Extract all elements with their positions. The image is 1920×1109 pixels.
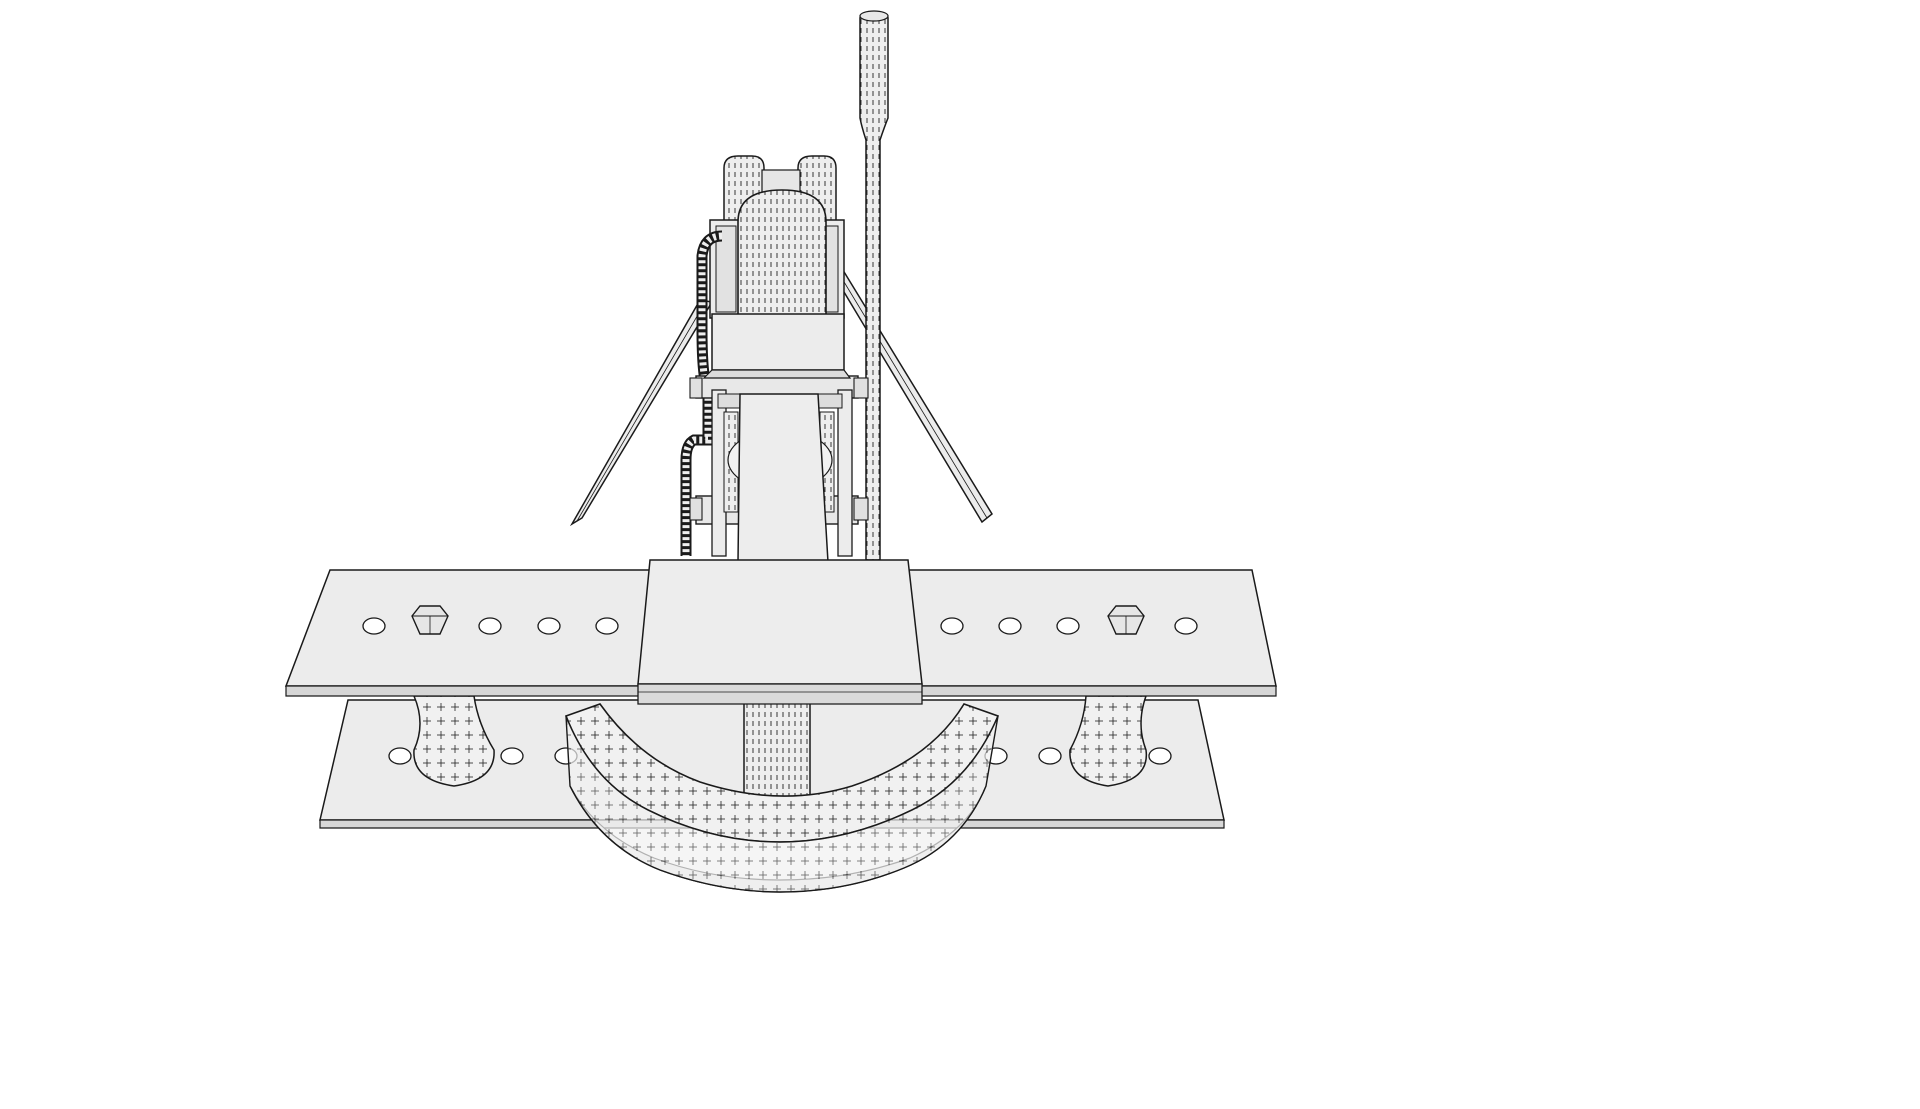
ram-shaft (743, 693, 811, 805)
pipe-bender-drawing (284, 10, 1277, 893)
left-roller (412, 695, 495, 787)
pump-handle (859, 10, 889, 561)
center-ram-block (637, 559, 923, 705)
right-hex-bolt (1107, 605, 1145, 635)
right-roller (1069, 695, 1148, 787)
upper-plate-holes (362, 617, 1198, 635)
ram-bar (737, 393, 829, 563)
left-hex-bolt (411, 605, 449, 635)
hydraulic-cylinder (709, 189, 845, 319)
render-canvas (284, 10, 1277, 893)
frame-bolt-heads (689, 377, 869, 521)
bending-die (564, 703, 1000, 893)
cylinder-head-block (702, 313, 852, 379)
